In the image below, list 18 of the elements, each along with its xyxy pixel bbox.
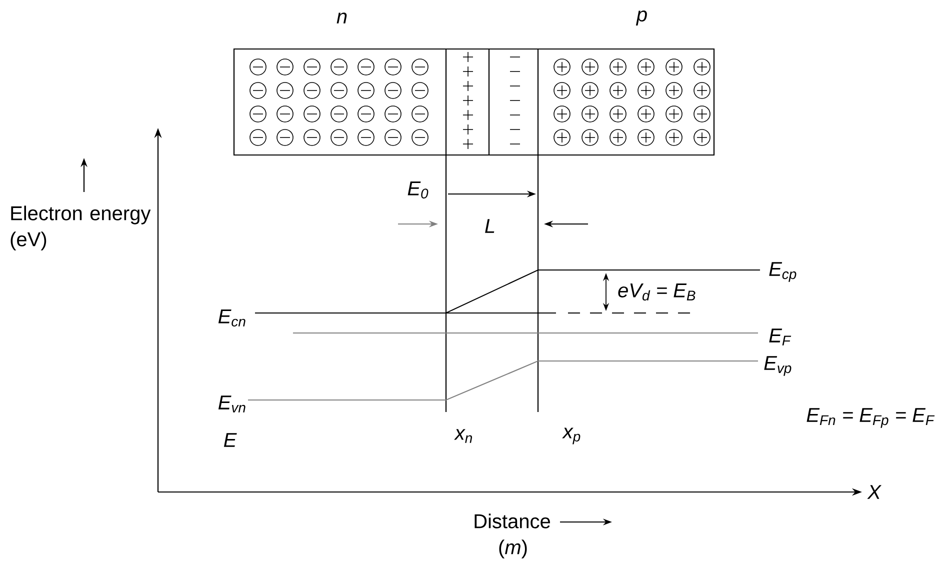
equation-label: E$_{Fn}$ = E$_{Fp}$ = E$_{F}$ [806, 408, 935, 428]
level-label: E$_{cp}$ [769, 262, 796, 282]
energy-label: E [224, 433, 237, 447]
position-label: x$_{p}$ [562, 428, 580, 444]
region-label: n [336, 12, 347, 24]
axis-label: Distance [474, 514, 550, 528]
level-label: E$_{vp}$ [764, 356, 792, 376]
field-label: E$_{0}$ [408, 182, 428, 198]
width-label: L [485, 219, 494, 233]
axis-label: Electron energy (eV) [10, 206, 151, 250]
barrier-label: eV$_{d}$ = E$_{B}$ [618, 284, 696, 300]
unit-label: (m) [499, 540, 527, 558]
level-label: E$_{cn}$ [218, 310, 246, 326]
level-label: E$_{vn}$ [218, 396, 246, 412]
region-label: p [636, 10, 647, 26]
axis-label: X [867, 485, 882, 499]
level-label: E$_{F}$ [769, 328, 792, 346]
position-label: x$_{n}$ [454, 429, 472, 443]
